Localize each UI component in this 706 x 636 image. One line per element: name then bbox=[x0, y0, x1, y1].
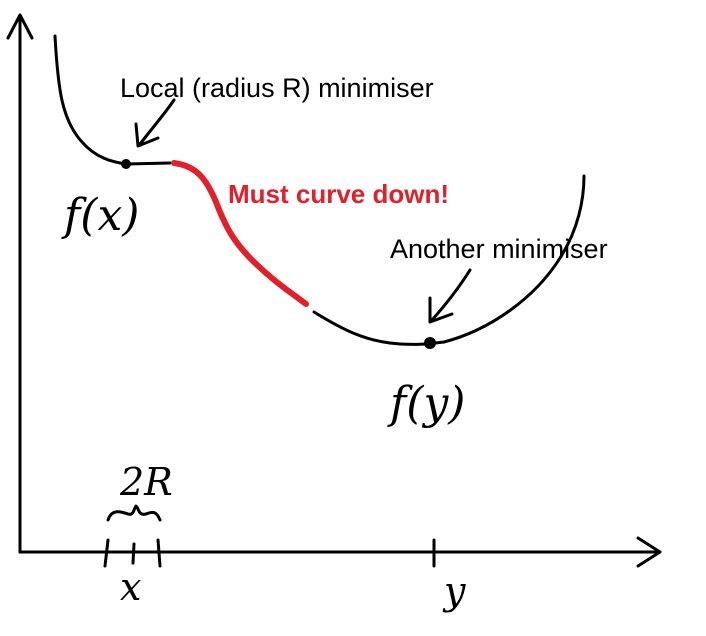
curve-right-segment bbox=[312, 174, 586, 346]
pointer-arrow-local bbox=[134, 98, 176, 148]
another-minimiser-label: Another minimiser bbox=[390, 234, 608, 264]
arrowhead-another-icon bbox=[428, 296, 454, 324]
axes bbox=[6, 13, 662, 568]
x-axis-ticks bbox=[103, 538, 436, 568]
pointer-arrow-another bbox=[428, 268, 472, 324]
arrowhead-local-icon bbox=[134, 122, 160, 148]
y-axis-arrow-icon bbox=[6, 13, 34, 40]
x-axis-arrow-icon bbox=[636, 536, 662, 568]
tick-right-bound bbox=[156, 538, 162, 568]
must-curve-down-label: Must curve down! bbox=[228, 179, 449, 209]
fx-label: f(x) bbox=[61, 190, 139, 241]
another-minimiser-point bbox=[424, 337, 436, 349]
hand-drawn-arrow-icon bbox=[430, 268, 472, 322]
x-axis-label-y: y bbox=[442, 569, 466, 613]
fy-label: f(y) bbox=[387, 378, 465, 429]
curve-left-segment bbox=[53, 34, 172, 166]
hand-drawn-arrow-icon bbox=[138, 98, 176, 146]
tick-x bbox=[131, 542, 136, 565]
two-r-label: 2R bbox=[119, 460, 173, 504]
tick-left-bound bbox=[103, 538, 110, 568]
brace-icon bbox=[106, 504, 162, 522]
x-axis-label-x: x bbox=[120, 565, 141, 609]
local-minimiser-label: Local (radius R) minimiser bbox=[120, 73, 434, 103]
function-curve bbox=[53, 34, 586, 346]
curve-red-segment bbox=[171, 160, 309, 307]
local-minimiser-point bbox=[121, 159, 131, 169]
